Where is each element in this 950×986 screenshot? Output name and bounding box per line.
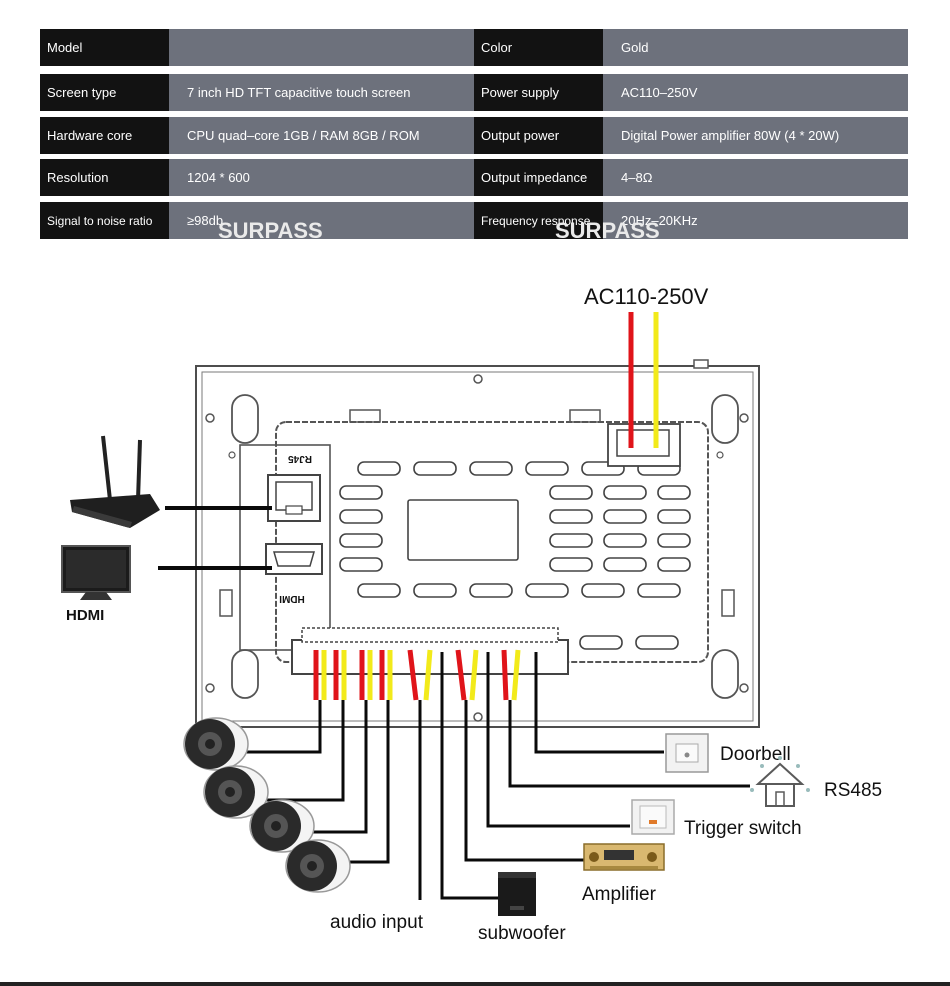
- spec-value: CPU quad–core 1GB / RAM 8GB / ROM: [169, 117, 474, 154]
- spec-label: Resolution: [40, 159, 169, 196]
- rs485-label: RS485: [824, 780, 882, 801]
- power-wires: [628, 312, 659, 448]
- device-back-panel: RJ45 HDMI: [195, 359, 760, 728]
- trigger-switch-icon: [631, 799, 675, 835]
- router-icon: [70, 435, 160, 528]
- hdmi-port-label: HDMI: [279, 593, 305, 604]
- ceiling-speaker-icon: [249, 799, 315, 853]
- spec-label: Screen type: [40, 74, 169, 111]
- trigger-switch-label: Trigger switch: [684, 818, 802, 839]
- subwoofer-icon: [498, 872, 536, 916]
- spec-row-hardware: Hardware core CPU quad–core 1GB / RAM 8G…: [40, 117, 908, 154]
- spec-value: 4–8Ω: [603, 159, 908, 196]
- spec-label: Output power: [474, 117, 603, 154]
- spec-label: Signal to noise ratio: [40, 202, 169, 239]
- spec-value: [169, 29, 474, 66]
- ceiling-speaker-icon: [285, 839, 351, 893]
- routing-wires: [246, 652, 750, 900]
- amplifier-icon: [583, 843, 665, 871]
- spec-label: Color: [474, 29, 603, 66]
- spec-value: 7 inch HD TFT capacitive touch screen: [169, 74, 474, 111]
- amplifier-label: Amplifier: [582, 884, 657, 905]
- rj45-port-label: RJ45: [288, 453, 312, 464]
- doorbell-label: Doorbell: [720, 744, 791, 765]
- bottom-divider: [0, 982, 950, 986]
- spec-row-snr: Signal to noise ratio ≥98db Frequency re…: [40, 202, 908, 239]
- spec-label: Model: [40, 29, 169, 66]
- audio-input-label: audio input: [330, 912, 424, 933]
- watermark-text: SURPASS: [555, 218, 660, 243]
- spec-value: Digital Power amplifier 80W (4 * 20W): [603, 117, 908, 154]
- doorbell-icon: [665, 733, 709, 773]
- spec-label: Hardware core: [40, 117, 169, 154]
- tv-icon: [61, 545, 131, 600]
- ceiling-speaker-icon: [183, 717, 249, 771]
- spec-label: Frequency response: [474, 202, 603, 239]
- smart-home-icon: [750, 756, 810, 807]
- spec-row-resolution: Resolution 1204 * 600 Output impedance 4…: [40, 159, 908, 196]
- spec-value: Gold: [603, 29, 908, 66]
- terminal-wires: [313, 649, 521, 701]
- hdmi-label: HDMI: [66, 607, 104, 624]
- spec-value: 20Hz–20KHz: [603, 202, 908, 239]
- subwoofer-label: subwoofer: [478, 923, 566, 944]
- spec-label: Power supply: [474, 74, 603, 111]
- watermark-text: SURPASS: [218, 218, 323, 243]
- ceiling-speaker-icon: [203, 765, 269, 819]
- spec-value: ≥98db: [169, 202, 474, 239]
- spec-label: Output impedance: [474, 159, 603, 196]
- spec-row-screen: Screen type 7 inch HD TFT capacitive tou…: [40, 74, 908, 111]
- spec-row-model: Model Color Gold: [40, 29, 908, 66]
- spec-value: 1204 * 600: [169, 159, 474, 196]
- spec-value: AC110–250V: [603, 74, 908, 111]
- power-supply-label: AC110-250V: [584, 284, 709, 309]
